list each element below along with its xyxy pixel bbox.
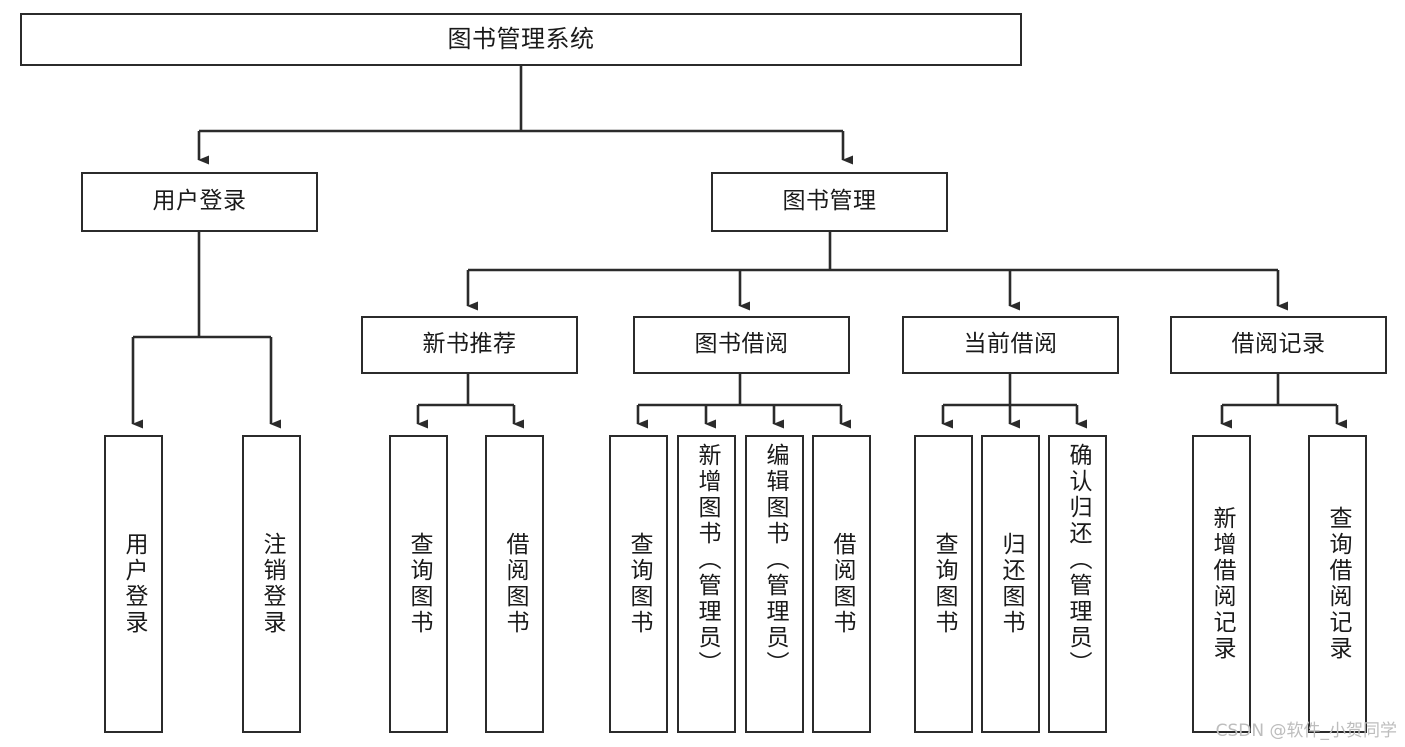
leaf-borrow-record-query-label: 查询借阅记录 <box>1325 506 1351 662</box>
leaf-new-book-query[interactable]: 查询图书 <box>389 435 448 733</box>
node-book-borrow-label: 图书借阅 <box>694 331 789 358</box>
node-root-label: 图书管理系统 <box>447 25 595 54</box>
node-root-library-system[interactable]: 图书管理系统 <box>20 13 1022 66</box>
leaf-new-book-borrow-label: 借阅图书 <box>502 532 528 636</box>
leaf-book-borrow-query[interactable]: 查询图书 <box>609 435 668 733</box>
leaf-current-borrow-confirm-return-label: 确认归还（管理员） <box>1065 443 1091 677</box>
node-user-login[interactable]: 用户登录 <box>81 172 318 232</box>
leaf-book-borrow-edit-label: 编辑图书（管理员） <box>762 443 788 677</box>
node-new-book-recommend-label: 新书推荐 <box>422 331 517 358</box>
node-borrow-record-label: 借阅记录 <box>1231 331 1326 358</box>
leaf-book-borrow-borrow-label: 借阅图书 <box>829 532 855 636</box>
leaf-user-login-logout[interactable]: 注销登录 <box>242 435 301 733</box>
node-book-borrow[interactable]: 图书借阅 <box>633 316 850 374</box>
node-current-borrow-label: 当前借阅 <box>963 331 1058 358</box>
leaf-book-borrow-borrow[interactable]: 借阅图书 <box>812 435 871 733</box>
node-borrow-record[interactable]: 借阅记录 <box>1170 316 1387 374</box>
node-user-login-label: 用户登录 <box>152 188 247 215</box>
leaf-book-borrow-edit[interactable]: 编辑图书（管理员） <box>745 435 804 733</box>
leaf-book-borrow-add[interactable]: 新增图书（管理员） <box>677 435 736 733</box>
node-book-management-label: 图书管理 <box>782 188 877 215</box>
leaf-current-borrow-return-label: 归还图书 <box>998 532 1024 636</box>
leaf-current-borrow-return[interactable]: 归还图书 <box>981 435 1040 733</box>
leaf-current-borrow-query[interactable]: 查询图书 <box>914 435 973 733</box>
leaf-user-login-logout-label: 注销登录 <box>259 532 285 636</box>
node-book-management[interactable]: 图书管理 <box>711 172 948 232</box>
leaf-borrow-record-add[interactable]: 新增借阅记录 <box>1192 435 1251 733</box>
leaf-book-borrow-query-label: 查询图书 <box>626 532 652 636</box>
node-current-borrow[interactable]: 当前借阅 <box>902 316 1119 374</box>
leaf-current-borrow-query-label: 查询图书 <box>931 532 957 636</box>
leaf-user-login-login[interactable]: 用户登录 <box>104 435 163 733</box>
leaf-user-login-login-label: 用户登录 <box>121 532 147 636</box>
watermark-text: CSDN @软件_小贺同学 <box>1215 721 1397 741</box>
leaf-borrow-record-add-label: 新增借阅记录 <box>1209 506 1235 662</box>
leaf-current-borrow-confirm-return[interactable]: 确认归还（管理员） <box>1048 435 1107 733</box>
leaf-new-book-query-label: 查询图书 <box>406 532 432 636</box>
leaf-borrow-record-query[interactable]: 查询借阅记录 <box>1308 435 1367 733</box>
node-new-book-recommend[interactable]: 新书推荐 <box>361 316 578 374</box>
leaf-book-borrow-add-label: 新增图书（管理员） <box>694 443 720 677</box>
leaf-new-book-borrow[interactable]: 借阅图书 <box>485 435 544 733</box>
